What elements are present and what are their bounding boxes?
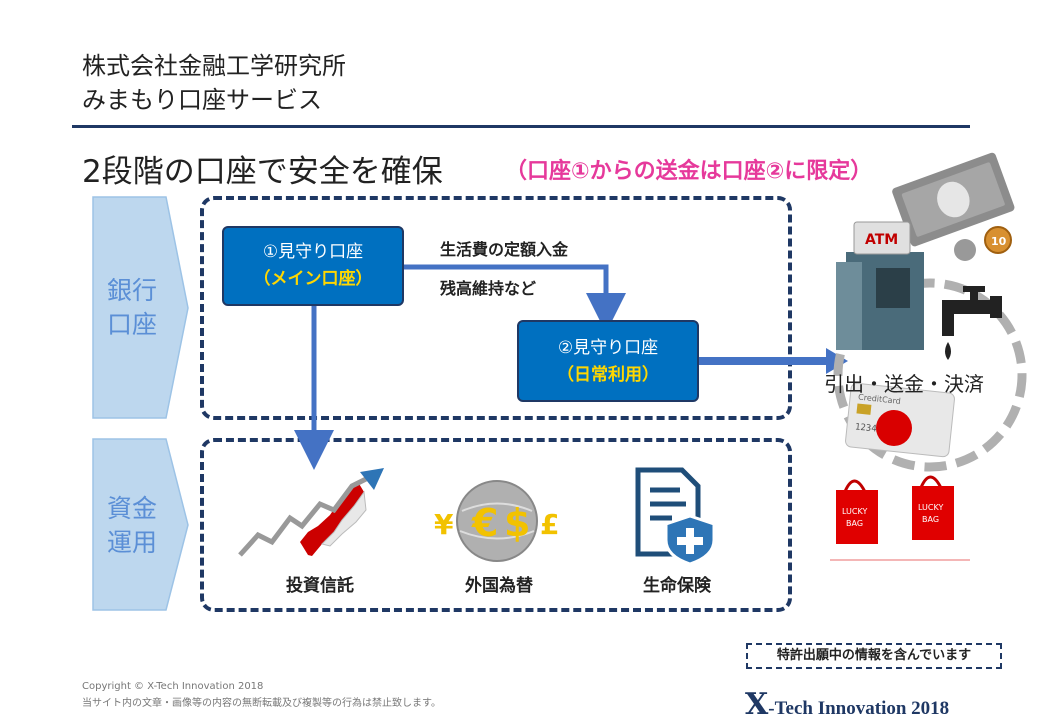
main-account-box[interactable]: ①見守り口座 （メイン口座）	[222, 226, 404, 306]
bank-section-chevron	[92, 196, 189, 419]
lucky-bag-icon-1: LUCKY BAG	[836, 479, 878, 544]
svg-text:BAG: BAG	[922, 515, 939, 524]
atm-icon: ATM	[836, 221, 924, 350]
bank-label-line1: 銀行	[106, 276, 157, 305]
brand-text: -Tech Innovation 2018	[768, 698, 950, 719]
currency-globe-icon: € $ ¥ £	[434, 480, 559, 562]
flow-text-2: 残高維持など	[440, 279, 537, 298]
patent-note: 特許出願中の情報を含んでいます	[746, 643, 1002, 669]
invest-section-chevron	[92, 438, 189, 611]
flow-text-1: 生活費の定額入金	[440, 240, 569, 259]
main-account-title: ①見守り口座	[262, 242, 364, 262]
invest-section-label: 資金 運用	[97, 492, 167, 560]
investment-label-0: 投資信託	[286, 576, 354, 596]
headline-note: （口座①からの送金は口座②に限定）	[505, 159, 873, 184]
svg-text:BAG: BAG	[846, 519, 863, 528]
invest-label-line1: 資金	[106, 494, 157, 523]
svg-text:€: €	[471, 501, 498, 545]
payments-illustration: 10 ATM CreditCard 1234 LUCKY BAG LUCKY B…	[830, 152, 1027, 561]
service-name: みまもり口座サービス	[82, 86, 322, 114]
svg-text:LUCKY: LUCKY	[842, 507, 867, 516]
svg-text:1234: 1234	[854, 422, 877, 434]
daily-account-title: ②見守り口座	[557, 338, 659, 358]
copyright-notice: 当サイト内の文章・画像等の内容の無断転載及び複製等の行為は禁止致します。	[82, 698, 441, 709]
japan-chart-icon	[238, 468, 384, 557]
company-name: 株式会社金融工学研究所	[82, 52, 346, 80]
main-account-subtitle: （メイン口座）	[253, 269, 373, 289]
svg-text:CreditCard: CreditCard	[858, 393, 901, 406]
svg-text:10: 10	[991, 235, 1007, 248]
bank-label-line2: 口座	[106, 310, 157, 339]
investment-label-1: 外国為替	[465, 576, 533, 596]
headline: 2段階の口座で安全を確保	[82, 154, 443, 190]
brand-x: X	[745, 687, 769, 722]
bank-section-label: 銀行 口座	[97, 274, 167, 342]
withdraw-label: 引出・送金・決済	[824, 372, 984, 396]
banknote-icon	[892, 152, 1015, 247]
svg-text:LUCKY: LUCKY	[918, 503, 943, 512]
daily-account-box[interactable]: ②見守り口座 （日常利用）	[517, 320, 699, 402]
svg-text:£: £	[540, 508, 559, 541]
arrow-main-to-daily	[404, 264, 626, 333]
header-divider	[72, 125, 970, 128]
investment-label-2: 生命保険	[643, 576, 711, 596]
investments-box	[200, 438, 792, 612]
brand-logo: X-Tech Innovation 2018	[745, 687, 949, 722]
svg-text:¥: ¥	[434, 508, 454, 541]
insurance-document-icon	[635, 467, 716, 566]
invest-label-line2: 運用	[106, 528, 157, 557]
lucky-bag-icon-2: LUCKY BAG	[912, 475, 954, 540]
copyright: Copyright © X-Tech Innovation 2018	[82, 681, 264, 692]
daily-account-subtitle: （日常利用）	[557, 365, 659, 385]
svg-text:$: $	[504, 501, 530, 545]
faucet-icon	[942, 286, 1002, 360]
bank-accounts-box	[200, 196, 792, 420]
svg-text:ATM: ATM	[865, 232, 898, 248]
